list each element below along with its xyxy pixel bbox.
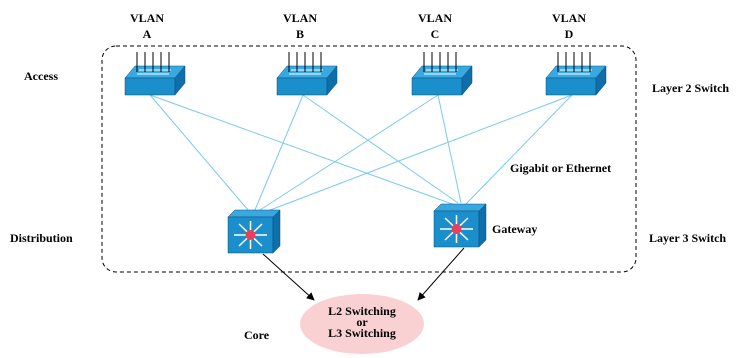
vlan-c-line2: C [430,27,440,41]
core-cloud-text: L2 Switching or L3 Switching [292,305,432,340]
layer3-switch-label: Layer 3 Switch [649,231,727,245]
vlan-a-line1: VLAN [129,11,164,25]
core-line1: L2 Switching [328,304,396,318]
distribution-layer-label: Distribution [10,231,73,245]
link-b-dist2 [302,94,459,204]
vlan-a-line2: A [142,27,152,41]
vlan-label-d: VLAN D [539,10,599,42]
vlan-label-b: VLAN B [270,10,330,42]
layer2-switch-icon [411,52,473,96]
core-line3: L3 Switching [328,326,396,340]
core-layer-label: Core [244,328,270,342]
vlan-b-line1: VLAN [282,11,317,25]
layer3-switch-icon [227,209,281,254]
link-b-dist1 [254,94,304,211]
uplinks [149,94,573,213]
link-type-label: Gigabit or Ethernet [510,161,612,175]
layer2-switch-icon [545,52,607,96]
layer2-switch-label: Layer 2 Switch [652,81,730,95]
layer2-switch-icon [124,52,186,96]
link-a-dist2 [149,94,456,206]
core-cloud [300,294,424,354]
arrow-dist1-core [262,253,315,301]
layer3-switch-icon [433,203,487,248]
vlan-b-line2: B [295,27,304,41]
link-d-dist1 [264,94,573,213]
link-a-dist1 [149,94,249,211]
vlan-label-c: VLAN C [405,10,465,42]
link-c-dist2 [437,94,462,204]
access-layer-label: Access [24,69,58,83]
gateway-label: Gateway [492,222,538,236]
layer2-switch-icon [276,52,338,96]
link-d-dist2 [464,94,573,206]
vlan-d-line1: VLAN [551,11,586,25]
campus-boundary [101,45,637,273]
core-line2: or [356,315,368,329]
arrow-dist2-core [417,247,465,301]
vlan-d-line2: D [564,27,574,41]
vlan-c-line1: VLAN [417,11,452,25]
vlan-label-a: VLAN A [117,10,177,42]
link-c-dist1 [259,94,439,211]
